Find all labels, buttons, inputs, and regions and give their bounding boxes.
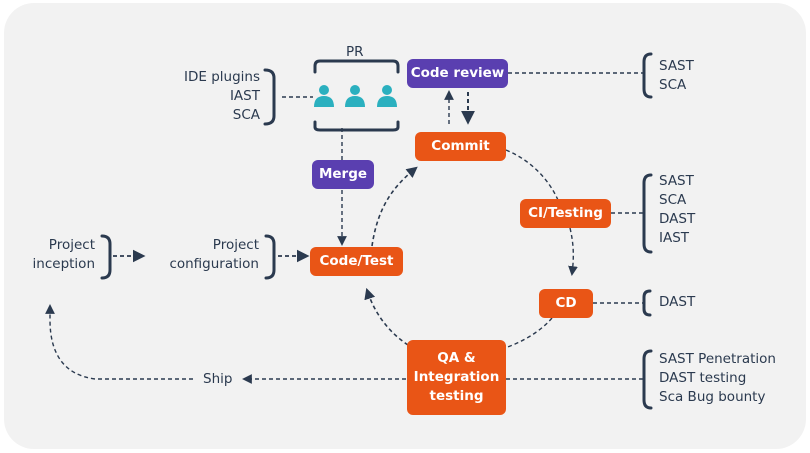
diagram-panel	[4, 3, 806, 449]
tool-item: DAST	[659, 294, 696, 310]
tool-item: SCA	[659, 77, 687, 93]
tool-item: SAST Penetration	[659, 351, 776, 367]
person-icon	[314, 85, 334, 107]
code-test-node[interactable]: Code/Test	[310, 247, 403, 276]
bracket-codereview-tools	[642, 52, 653, 99]
cd-tools-list: DAST	[659, 293, 695, 312]
label-line: Project	[48, 237, 95, 253]
merge-node[interactable]: Merge	[312, 160, 374, 189]
person-icon	[377, 85, 397, 107]
cd-node[interactable]: CD	[539, 289, 593, 318]
project-configuration-label: Project configuration	[150, 236, 259, 274]
bracket-ide-tools	[263, 68, 276, 126]
qa-line: QA &	[437, 350, 476, 366]
tool-item: DAST testing	[659, 370, 747, 386]
qa-line: Integration	[413, 369, 500, 385]
bracket-config	[264, 234, 276, 280]
label-line: inception	[32, 256, 95, 272]
person-icon	[345, 85, 365, 107]
arc-commit-ci	[505, 149, 559, 201]
label-line: configuration	[169, 256, 259, 272]
pr-title: PR	[346, 44, 364, 60]
pr-bracket-bottom	[313, 120, 400, 132]
commit-node[interactable]: Commit	[415, 132, 506, 161]
tool-item: SAST	[659, 58, 694, 74]
project-inception-label: Project inception	[20, 236, 95, 274]
connector-ship-inception	[45, 304, 193, 380]
bracket-cd-tools	[642, 289, 652, 317]
label-line: Project	[212, 237, 259, 253]
pr-tool: IAST	[229, 88, 260, 104]
code-review-node[interactable]: Code review	[407, 59, 508, 88]
ship-label: Ship	[203, 371, 233, 387]
code-review-tools-list: SAST SCA	[659, 57, 694, 95]
arc-qa-codetest	[364, 287, 409, 346]
tool-item: SAST	[659, 173, 694, 189]
tool-item: SCA	[659, 192, 687, 208]
bracket-ci-tools	[642, 173, 653, 254]
arc-cd-qa	[504, 317, 553, 349]
tool-item: Sca Bug bounty	[659, 389, 766, 405]
bracket-inception	[100, 234, 112, 280]
tool-item: IAST	[659, 230, 690, 246]
qa-line: testing	[429, 388, 484, 404]
pr-tool: SCA	[232, 107, 260, 123]
pr-tool: IDE plugins	[184, 69, 260, 85]
tool-item: DAST	[659, 211, 696, 227]
ci-testing-node[interactable]: CI/Testing	[520, 199, 611, 228]
arc-ci-cd	[568, 227, 578, 276]
pr-tools-list: IDE plugins IAST SCA	[170, 68, 260, 125]
arc-codetest-commit	[371, 166, 418, 247]
pr-bracket-top	[313, 59, 400, 74]
ci-testing-tools-list: SAST SCA DAST IAST	[659, 172, 695, 248]
bracket-qa-tools	[642, 349, 653, 410]
qa-tools-list: SAST Penetration DAST testing Sca Bug bo…	[659, 350, 776, 407]
qa-integration-node[interactable]: QA & Integration testing	[407, 340, 506, 415]
